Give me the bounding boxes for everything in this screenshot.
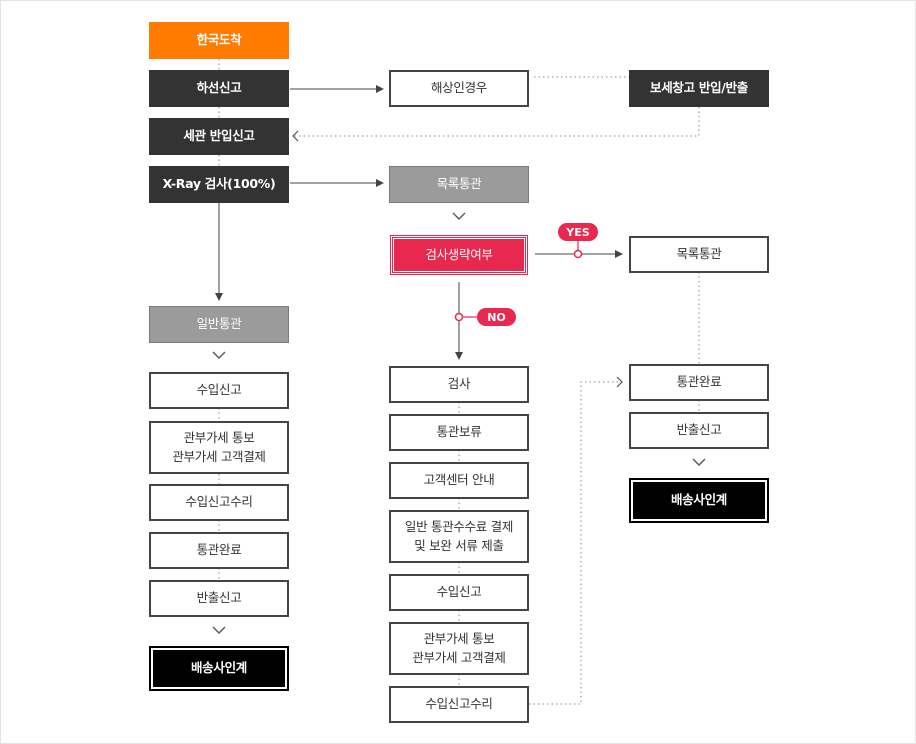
- general-fee-payment-box: 일반 통관수수료 결제 및 보완 서류 제출: [389, 510, 529, 563]
- left-import-declaration-box: 수입신고: [149, 372, 289, 409]
- customs-entry-report-box: 세관 반입신고: [149, 118, 289, 155]
- inspection-box: 검사: [389, 366, 529, 403]
- bonded-warehouse-box: 보세창고 반입/반출: [629, 70, 769, 107]
- clearance-hold-box: 통관보류: [389, 414, 529, 451]
- no-label: NO: [477, 308, 516, 326]
- right-clearance-complete-box: 통관완료: [629, 364, 769, 401]
- left-clearance-complete-box: 통관완료: [149, 532, 289, 569]
- inspection-skip-check-box: 검사생략여부: [390, 235, 528, 275]
- right-delivery-handover-box: 배송사인계: [629, 478, 769, 523]
- left-import-acceptance-box: 수입신고수리: [149, 484, 289, 521]
- right-list-clearance-box: 목록통관: [629, 236, 769, 273]
- middle-duty-notice-box: 관부가세 통보 관부가세 고객결제: [389, 622, 529, 675]
- xray-inspection-box: X-Ray 검사(100%): [149, 166, 289, 203]
- korea-arrival-box: 한국도착: [149, 22, 289, 59]
- left-delivery-handover-box: 배송사인계: [149, 646, 289, 691]
- sea-case-box: 해상인경우: [389, 70, 529, 107]
- middle-import-acceptance-box: 수입신고수리: [389, 686, 529, 723]
- left-duty-notice-box: 관부가세 통보 관부가세 고객결제: [149, 421, 289, 474]
- customer-center-notice-box: 고객센터 안내: [389, 462, 529, 499]
- yes-label: YES: [558, 223, 598, 241]
- right-export-report-box: 반출신고: [629, 412, 769, 449]
- middle-list-clearance-box: 목록통관: [389, 166, 529, 203]
- general-clearance-box: 일반통관: [149, 306, 289, 343]
- left-export-report-box: 반출신고: [149, 580, 289, 617]
- middle-import-declaration-box: 수입신고: [389, 574, 529, 611]
- unloading-report-box: 하선신고: [149, 70, 289, 107]
